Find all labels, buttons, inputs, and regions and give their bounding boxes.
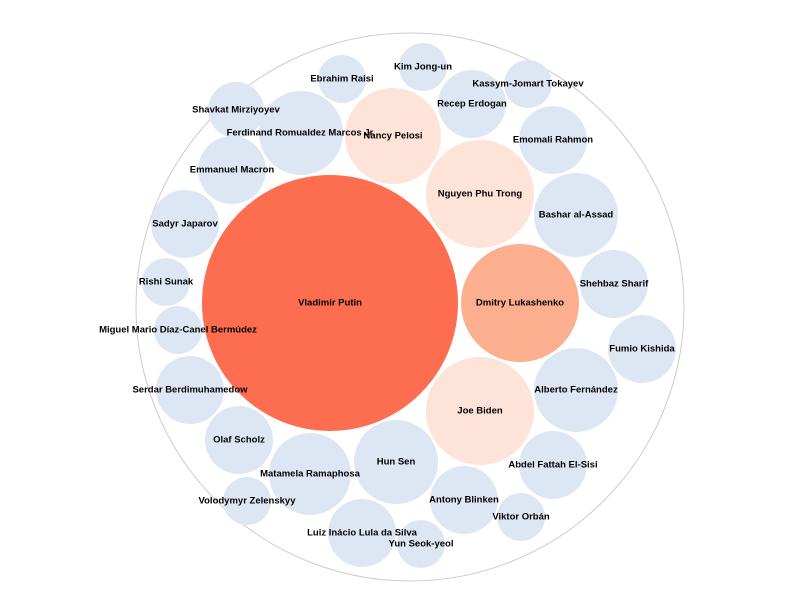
bubble-layer	[142, 43, 676, 568]
bubble-label-volodymyr-zelenskyy: Volodymyr Zelenskyy	[199, 496, 297, 507]
bubble-fumio-kishida[interactable]	[608, 315, 676, 383]
bubble-label-recep-erdogan: Recep Erdogan	[437, 99, 507, 110]
bubble-label-matamela-ramaphosa: Matamela Ramaphosa	[260, 469, 361, 480]
bubble-label-shavkat-mirziyoyev: Shavkat Mirziyoyev	[192, 105, 280, 116]
bubble-luiz-inacio-lula-da-silva[interactable]	[328, 499, 396, 567]
bubble-ferdinand-romualdez-marcos-jr[interactable]	[259, 91, 343, 175]
bubble-kim-jong-un[interactable]	[399, 43, 447, 91]
bubble-joe-biden[interactable]	[426, 357, 534, 465]
bubble-label-fumio-kishida: Fumio Kishida	[609, 344, 675, 355]
bubble-nguyen-phu-trong[interactable]	[426, 140, 534, 248]
bubble-label-kim-jong-un: Kim Jong-un	[394, 62, 452, 73]
bubble-miguel-mario-diaz-canel-bermudez[interactable]	[154, 306, 202, 354]
bubble-label-antony-blinken: Antony Blinken	[429, 495, 499, 506]
bubble-kassym-jomart-tokayev[interactable]	[504, 60, 552, 108]
bubble-serdar-berdimuhamedow[interactable]	[156, 356, 224, 424]
bubble-volodymyr-zelenskyy[interactable]	[223, 477, 271, 525]
bubble-label-miguel-mario-diaz-canel-bermudez: Miguel Mario Díaz-Canel Bermúdez	[99, 325, 257, 336]
bubble-label-nguyen-phu-trong: Nguyen Phu Trong	[438, 189, 523, 200]
bubble-abdel-fattah-el-sisi[interactable]	[519, 431, 587, 499]
bubble-vladimir-putin[interactable]	[202, 175, 458, 431]
bubble-label-serdar-berdimuhamedow: Serdar Berdimuhamedow	[132, 385, 248, 396]
bubble-hun-sen[interactable]	[354, 420, 438, 504]
bubble-bashar-al-assad[interactable]	[534, 173, 618, 257]
bubble-viktor-orban[interactable]	[497, 493, 545, 541]
bubble-label-abdel-fattah-el-sisi: Abdel Fattah El-Sisi	[508, 460, 597, 471]
bubble-label-yun-seok-yeol: Yun Seok-yeol	[389, 539, 454, 550]
bubble-rishi-sunak[interactable]	[142, 258, 190, 306]
bubble-antony-blinken[interactable]	[430, 466, 498, 534]
bubble-label-kassym-jomart-tokayev: Kassym-Jomart Tokayev	[472, 79, 584, 90]
label-layer: Vladimir Putin Dmitry Lukashenko Nguyen Ph…	[99, 62, 675, 550]
bubble-label-olaf-scholz: Olaf Scholz	[213, 435, 265, 446]
bubble-label-sadyr-japarov: Sadyr Japarov	[152, 219, 218, 230]
bubble-label-joe-biden: Joe Biden	[457, 406, 503, 417]
bubble-label-shehbaz-sharif: Shehbaz Sharif	[580, 279, 649, 290]
bubble-label-alberto-fernandez: Alberto Fernández	[534, 385, 618, 396]
bubble-label-nancy-pelosi: Nancy Pelosi	[363, 131, 422, 142]
bubble-alberto-fernandez[interactable]	[534, 348, 618, 432]
bubble-label-vladimir-putin: Vladimir Putin	[298, 298, 362, 309]
bubble-olaf-scholz[interactable]	[205, 406, 273, 474]
bubble-matamela-ramaphosa[interactable]	[269, 433, 351, 515]
bubble-recep-erdogan[interactable]	[438, 70, 506, 138]
bubble-label-dmitry-lukashenko: Dmitry Lukashenko	[476, 298, 564, 309]
bubble-label-luiz-inacio-lula-da-silva: Luiz Inácio Lula da Silva	[307, 528, 418, 539]
outer-ring	[135, 32, 685, 582]
bubble-label-hun-sen: Hun Sen	[377, 457, 416, 468]
bubble-label-bashar-al-assad: Bashar al-Assad	[539, 210, 614, 221]
bubble-sadyr-japarov[interactable]	[151, 190, 219, 258]
bubble-ebrahim-raisi[interactable]	[318, 55, 366, 103]
bubble-shavkat-mirziyoyev[interactable]	[208, 82, 264, 138]
bubble-dmitry-lukashenko[interactable]	[461, 244, 579, 362]
bubble-label-emomali-rahmon: Emomali Rahmon	[513, 135, 593, 146]
bubble-emomali-rahmon[interactable]	[519, 106, 587, 174]
bubble-nancy-pelosi[interactable]	[345, 88, 441, 184]
bubble-shehbaz-sharif[interactable]	[580, 250, 648, 318]
bubble-label-ebrahim-raisi: Ebrahim Raisi	[310, 74, 373, 85]
bubble-label-ferdinand-romualdez-marcos-jr: Ferdinand Romualdez Marcos Jr.	[227, 128, 376, 139]
bubble-yun-seok-yeol[interactable]	[397, 520, 445, 568]
bubble-label-emmanuel-macron: Emmanuel Macron	[190, 165, 275, 176]
bubble-label-viktor-orban: Viktor Orbán	[492, 512, 550, 523]
bubble-label-rishi-sunak: Rishi Sunak	[139, 277, 194, 288]
bubble-emmanuel-macron[interactable]	[198, 136, 266, 204]
